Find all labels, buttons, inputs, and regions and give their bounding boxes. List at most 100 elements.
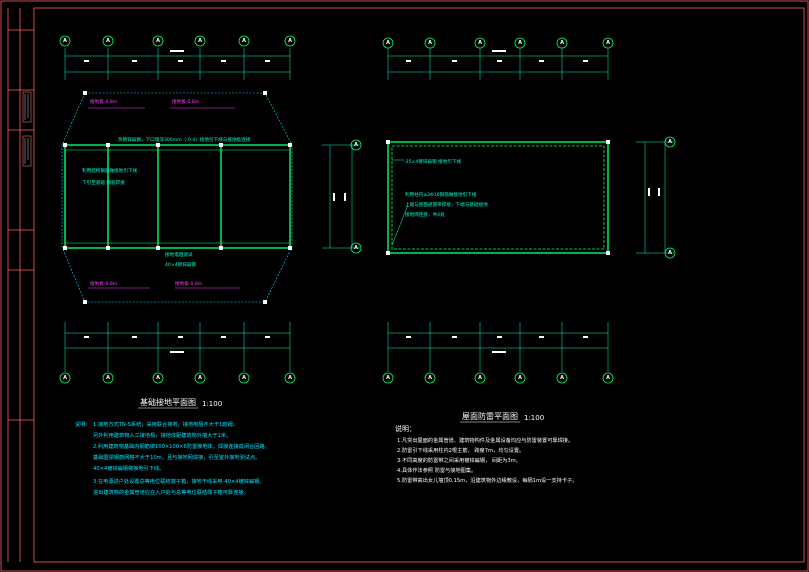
axis-bubble-label: A bbox=[560, 40, 564, 46]
axis-bubble bbox=[102, 35, 114, 47]
left-notes-head: 说明： bbox=[75, 420, 91, 428]
axis-bubble bbox=[350, 242, 362, 254]
right-plan: -25×4镀锌扁钢 接地引下线 利用柱内≥2Φ16钢筋做接地引下线 上端与屋面避… bbox=[382, 37, 676, 423]
left-plan-title: 基础接地平面图 bbox=[140, 397, 196, 407]
axis-bubble bbox=[424, 37, 436, 49]
right-dim-lines bbox=[387, 48, 674, 372]
axis-bubble-label: A bbox=[242, 38, 246, 44]
axis-bubble bbox=[382, 372, 394, 384]
axis-bubble bbox=[102, 372, 114, 384]
axis-bubble bbox=[152, 35, 164, 47]
left-note-line-5: 40×4镀锌扁钢做接地引下线。 bbox=[93, 464, 164, 472]
axis-bubble bbox=[382, 37, 394, 49]
axis-bubble-label: A bbox=[354, 142, 358, 148]
title-block-stub bbox=[22, 91, 32, 167]
left-note-line-7: 进出建筑物的金属管道应在入户处与总等电位联结端子箱可靠连接。 bbox=[93, 488, 249, 496]
right-label-downconductor: 利用柱内≥2Φ16钢筋做接地引下线 bbox=[405, 191, 477, 198]
axis-bubble bbox=[602, 372, 614, 384]
axis-bubble-label: A bbox=[428, 40, 432, 46]
left-label-downconductor: 利用结构钢筋做接地引下线 bbox=[82, 167, 138, 174]
right-leader-lines bbox=[391, 159, 409, 246]
right-note-line-3: 3.不同高度的防雷带之间采用镀锌扁钢， 间距为3m。 bbox=[397, 456, 521, 464]
axis-bubble bbox=[514, 37, 526, 49]
left-plan-scale: 1:100 bbox=[202, 400, 222, 408]
axis-bubble-label: A bbox=[428, 375, 432, 381]
axis-bubble-label: A bbox=[478, 40, 482, 46]
right-axis-bubbles-right: AA bbox=[664, 136, 676, 259]
axis-bubble-label: A bbox=[242, 375, 246, 381]
axis-bubble-label: A bbox=[198, 375, 202, 381]
axis-bubble bbox=[474, 372, 486, 384]
right-roof-outline bbox=[387, 141, 609, 254]
axis-bubble bbox=[238, 35, 250, 47]
right-note-line-1: 1.凡突出屋面的金属管道、建筑物构件及金属设备均应与防雷装置可靠焊接。 bbox=[397, 436, 573, 444]
left-note-line-6: 3.在电源进户处设置总等电位联结端子箱，接地干线采用-40×4镀锌扁钢。 bbox=[93, 477, 265, 485]
axis-bubble bbox=[194, 35, 206, 47]
axis-bubble-label: A bbox=[478, 375, 482, 381]
left-ground-ring bbox=[61, 92, 293, 303]
right-plan-title: 屋面防雷平面图 bbox=[462, 411, 518, 421]
left-note-line-4: 基础圈梁钢筋网格不大于10m，且与接地网焊接，引至室外接地测试点。 bbox=[93, 453, 260, 461]
left-column-marks bbox=[63, 91, 292, 304]
left-leader-lines bbox=[88, 107, 240, 289]
right-note-line-4: 4.具体作法参照 防雷与接地图集。 bbox=[397, 466, 476, 474]
axis-bubble bbox=[284, 372, 296, 384]
left-notes: 说明： 1.接地方式TN-S系统，采用联合接地，接地电阻不大于1欧姆。 另外利用… bbox=[75, 420, 270, 496]
axis-bubble bbox=[664, 247, 676, 259]
left-label-flat-steel: 40×4镀锌扁钢 bbox=[165, 261, 196, 268]
axis-bubble-label: A bbox=[354, 245, 358, 251]
left-walls bbox=[64, 144, 291, 249]
axis-bubble bbox=[194, 372, 206, 384]
axis-bubble-label: A bbox=[560, 375, 564, 381]
left-label-steel-strip: 热镀锌扁钢，下口埋深300mm（-0.4）接地引下线与接地极连接 bbox=[118, 136, 251, 143]
axis-bubble-label: A bbox=[63, 38, 67, 44]
left-note-line-1: 1.接地方式TN-S系统，采用联合接地，接地电阻不大于1欧姆。 bbox=[93, 420, 238, 428]
axis-bubble-label: A bbox=[63, 375, 67, 381]
axis-bubble bbox=[59, 35, 71, 47]
axis-bubble-label: A bbox=[198, 38, 202, 44]
axis-bubble bbox=[664, 136, 676, 148]
right-lightning-belt bbox=[391, 145, 605, 250]
axis-bubble-label: A bbox=[106, 375, 110, 381]
left-note-line-2: 另外利用建筑物人工接地极，接地体距建筑物外墙大于1米。 bbox=[93, 431, 231, 439]
axis-bubble-label: A bbox=[386, 40, 390, 46]
axis-bubble bbox=[350, 139, 362, 151]
axis-bubble bbox=[556, 37, 568, 49]
axis-bubble-label: A bbox=[386, 375, 390, 381]
axis-bubble-label: A bbox=[606, 375, 610, 381]
left-label-ground-electrode-1: 接地极-0.8m bbox=[90, 98, 118, 105]
axis-bubble bbox=[152, 372, 164, 384]
axis-bubble-label: A bbox=[156, 38, 160, 44]
left-plan: 接地极-0.8m 接地极-0.8m 接地极-0.8m 接地极-0.8m 热镀锌扁… bbox=[59, 35, 362, 409]
right-notes-head: 说明： bbox=[395, 424, 416, 433]
right-note-line-5: 5.防雷带高出女儿墙顶0.15m，沿建筑物外边缘敷设，每隔1m设一支持卡子。 bbox=[397, 476, 577, 484]
axis-bubble-label: A bbox=[288, 375, 292, 381]
axis-bubble-label: A bbox=[668, 139, 672, 145]
axis-bubble-label: A bbox=[606, 40, 610, 46]
axis-bubble bbox=[514, 372, 526, 384]
axis-bubble bbox=[59, 372, 71, 384]
left-dim-lines bbox=[64, 48, 360, 372]
axis-bubble-label: A bbox=[518, 40, 522, 46]
right-dim-text bbox=[406, 50, 660, 353]
left-label-test-point: 接地电阻测试 bbox=[165, 251, 193, 258]
left-axis-bubbles-right: AA bbox=[350, 139, 362, 254]
axis-bubble bbox=[474, 37, 486, 49]
left-note-line-3: 2.利用建筑物基础内钢筋做100×100×6防雷接地体，焊接连接成闭合回路。 bbox=[93, 442, 270, 450]
axis-bubble bbox=[556, 372, 568, 384]
axis-bubble-label: A bbox=[288, 38, 292, 44]
right-column-marks bbox=[386, 140, 610, 255]
axis-bubble bbox=[284, 35, 296, 47]
axis-bubble-label: A bbox=[668, 250, 672, 256]
right-label-steel-strip: -25×4镀锌扁钢 接地引下线 bbox=[404, 158, 461, 165]
left-label-ground-electrode-2: 接地极-0.8m bbox=[172, 98, 200, 105]
right-note-line-2: 2.防雷引下线采用柱内2根主筋， 跨度7m，均匀设置。 bbox=[397, 446, 524, 454]
axis-bubble-label: A bbox=[518, 375, 522, 381]
axis-bubble-label: A bbox=[156, 375, 160, 381]
axis-bubble-label: A bbox=[106, 38, 110, 44]
